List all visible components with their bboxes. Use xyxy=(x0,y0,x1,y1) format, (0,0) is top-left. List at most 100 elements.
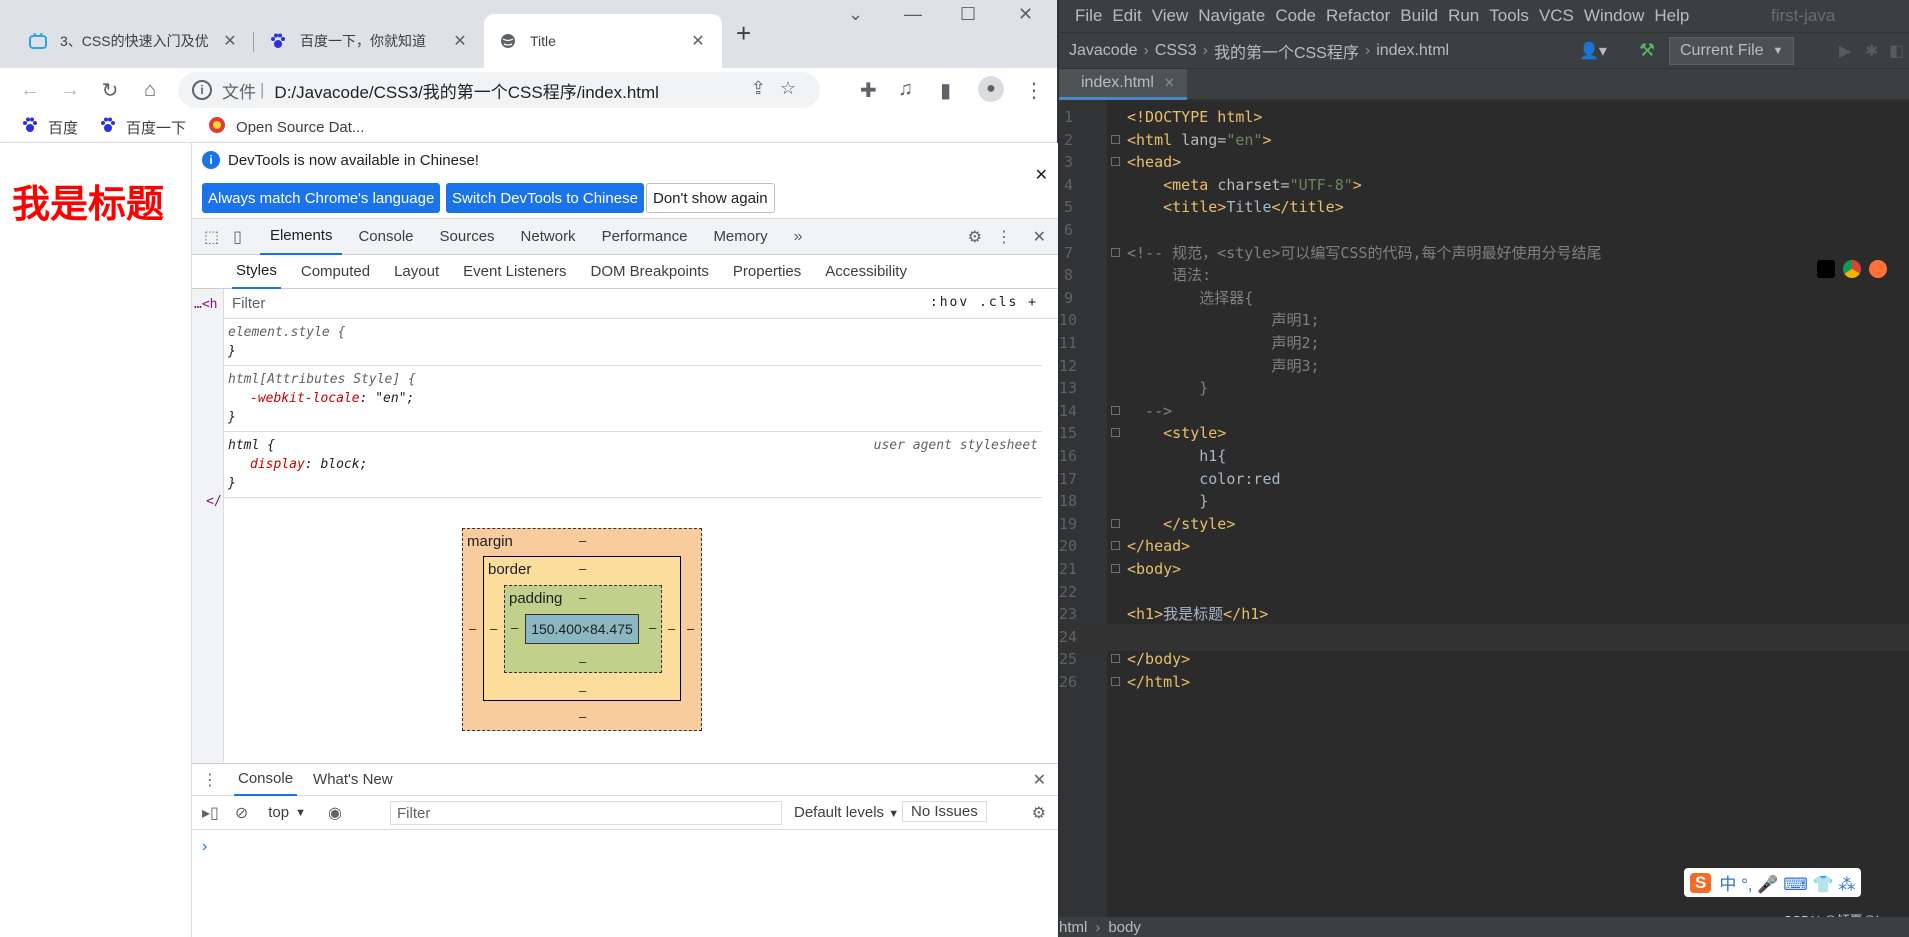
bookmark-open-source[interactable]: Open Source Dat... xyxy=(208,116,364,138)
fold-marker-icon[interactable] xyxy=(1111,134,1120,144)
sidebar-toggle-icon[interactable]: ▸▯ xyxy=(202,804,219,822)
close-tab-icon[interactable]: ✕ xyxy=(223,33,237,50)
status-crumb-html[interactable]: html xyxy=(1059,918,1088,936)
tab-memory[interactable]: Memory xyxy=(713,228,768,245)
breadcrumb-javacode[interactable]: Javacode xyxy=(1069,41,1138,59)
code-line[interactable]: 25</body> xyxy=(1059,646,1909,673)
close-drawer-icon[interactable]: ✕ xyxy=(1032,771,1046,789)
tab-console[interactable]: Console xyxy=(358,228,414,245)
share-icon[interactable]: ⇪ xyxy=(750,78,780,98)
minimize-icon[interactable]: — xyxy=(904,4,922,24)
code-line[interactable]: 19 </style> xyxy=(1059,511,1909,538)
code-line[interactable]: 8 语法: xyxy=(1059,262,1909,289)
debug-icon[interactable]: ✱ xyxy=(1865,42,1879,60)
media-control-icon[interactable]: ♫ xyxy=(898,78,913,100)
code-line[interactable]: 17 color:red xyxy=(1059,466,1909,493)
code-line[interactable]: 15 <style> xyxy=(1059,420,1909,447)
breadcrumb-css3[interactable]: CSS3 xyxy=(1154,41,1197,59)
input-method-toolbar[interactable]: S 中 °, 🎤 ⌨ 👕 ⁂ xyxy=(1684,868,1862,897)
context-selector[interactable]: top xyxy=(268,804,290,821)
console-filter-input[interactable]: Filter xyxy=(390,801,782,825)
menu-run[interactable]: Run xyxy=(1448,6,1480,25)
user-account-icon[interactable]: 👤▾ xyxy=(1579,42,1607,60)
tab-sources[interactable]: Sources xyxy=(439,228,495,245)
rule-property[interactable]: display xyxy=(250,457,305,472)
fold-marker-icon[interactable] xyxy=(1111,428,1120,438)
css-rule[interactable]: element.style { } xyxy=(224,319,1042,366)
rule-value[interactable]: "en"; xyxy=(375,391,415,406)
code-line[interactable]: 21<body> xyxy=(1059,556,1909,583)
run-icon[interactable]: ▶ xyxy=(1839,42,1852,60)
tab-network[interactable]: Network xyxy=(520,228,576,245)
styles-filter-tools[interactable]: :hov .cls + xyxy=(929,295,1038,310)
close-banner-icon[interactable]: ✕ xyxy=(1034,167,1048,184)
box-border[interactable]: border – – – – padding – – – – 150.400×8… xyxy=(483,556,681,701)
menu-refactor[interactable]: Refactor xyxy=(1326,6,1391,25)
more-menu-icon[interactable]: ⋮ xyxy=(1024,80,1044,102)
editor-tab-index-html[interactable]: index.html ✕ xyxy=(1059,69,1187,100)
dom-node-close[interactable]: </ xyxy=(206,494,222,509)
code-line[interactable]: 14 --> xyxy=(1059,398,1909,425)
subtab-layout[interactable]: Layout xyxy=(394,263,440,280)
firefox-browser-icon[interactable] xyxy=(1869,260,1887,278)
box-content-size[interactable]: 150.400×84.475 xyxy=(525,614,639,644)
inspect-element-icon[interactable]: ⬚ xyxy=(204,228,220,246)
device-toolbar-icon[interactable]: ▯ xyxy=(233,228,242,246)
home-icon[interactable]: ⌂ xyxy=(143,78,157,101)
menu-build[interactable]: Build xyxy=(1400,6,1439,25)
menu-view[interactable]: View xyxy=(1151,6,1189,25)
rule-property[interactable]: -webkit-locale xyxy=(250,391,360,406)
side-panel-icon[interactable]: ▮ xyxy=(940,80,952,102)
build-hammer-icon[interactable]: ⚒ xyxy=(1639,40,1656,60)
settings-gear-icon[interactable]: ⚙ xyxy=(967,228,982,246)
css-rule[interactable]: html { display: block; } user agent styl… xyxy=(224,432,1042,498)
subtab-styles[interactable]: Styles xyxy=(232,255,281,289)
switch-chinese-button[interactable]: Switch DevTools to Chinese xyxy=(446,183,644,213)
info-icon[interactable]: i xyxy=(192,80,212,100)
close-editor-tab-icon[interactable]: ✕ xyxy=(1163,75,1175,90)
kebab-menu-icon[interactable]: ⋮ xyxy=(996,228,1012,246)
menu-tools[interactable]: Tools xyxy=(1489,6,1529,25)
box-padding[interactable]: padding – – – – 150.400×84.475 xyxy=(504,585,662,673)
css-rule[interactable]: html[Attributes Style] { -webkit-locale:… xyxy=(224,366,1042,432)
fold-marker-icon[interactable] xyxy=(1111,157,1120,167)
code-line[interactable]: 2<html lang="en"> xyxy=(1059,127,1909,154)
chrome-browser-icon[interactable] xyxy=(1843,260,1861,278)
code-line[interactable]: 22 xyxy=(1059,579,1909,606)
menu-vcs[interactable]: VCS xyxy=(1538,6,1574,25)
bookmark-baidu-search[interactable]: 百度一下 xyxy=(100,117,186,138)
forward-icon[interactable]: → xyxy=(60,78,80,101)
code-line[interactable]: 6 xyxy=(1059,217,1909,244)
intellij-browser-icon[interactable] xyxy=(1817,260,1835,278)
fold-marker-icon[interactable] xyxy=(1111,405,1120,415)
code-line[interactable]: 26</html> xyxy=(1059,669,1909,696)
code-line[interactable]: 23<h1>我是标题</h1> xyxy=(1059,601,1909,628)
fold-marker-icon[interactable] xyxy=(1111,677,1120,686)
fold-marker-icon[interactable] xyxy=(1111,564,1120,573)
code-line[interactable]: 11 声明2; xyxy=(1059,330,1909,357)
menu-navigate[interactable]: Navigate xyxy=(1198,6,1266,25)
dont-show-button[interactable]: Don't show again xyxy=(646,183,775,213)
code-line[interactable]: 7<!-- 规范，<style>可以编写CSS的代码,每个声明最好使用分号结尾 xyxy=(1059,240,1909,267)
match-language-button[interactable]: Always match Chrome's language xyxy=(202,183,441,213)
rule-value[interactable]: block; xyxy=(320,457,368,472)
breadcrumb-file[interactable]: index.html xyxy=(1376,41,1450,59)
console-settings-gear-icon[interactable]: ⚙ xyxy=(1031,804,1046,822)
subtab-dom-breakpoints[interactable]: DOM Breakpoints xyxy=(590,263,709,280)
code-line[interactable]: 18 } xyxy=(1059,488,1909,515)
subtab-computed[interactable]: Computed xyxy=(300,263,371,280)
dom-node-html[interactable]: …<h xyxy=(194,297,218,312)
code-line[interactable]: 10 声明1; xyxy=(1059,307,1909,334)
tab-performance[interactable]: Performance xyxy=(601,228,688,245)
drawer-tab-console[interactable]: Console xyxy=(234,764,298,796)
code-line[interactable]: 24 xyxy=(1059,623,1909,651)
code-line[interactable]: 12 声明3; xyxy=(1059,353,1909,380)
subtab-properties[interactable]: Properties xyxy=(732,263,802,280)
code-line[interactable]: 1<!DOCTYPE html> xyxy=(1059,104,1909,131)
issues-button[interactable]: No Issues xyxy=(902,801,987,822)
new-tab-button[interactable]: + xyxy=(736,18,752,48)
menu-help[interactable]: Help xyxy=(1654,6,1690,25)
subtab-accessibility[interactable]: Accessibility xyxy=(825,263,907,280)
console-prompt[interactable]: › xyxy=(202,838,208,855)
coverage-icon[interactable]: ◧ xyxy=(1889,42,1905,60)
